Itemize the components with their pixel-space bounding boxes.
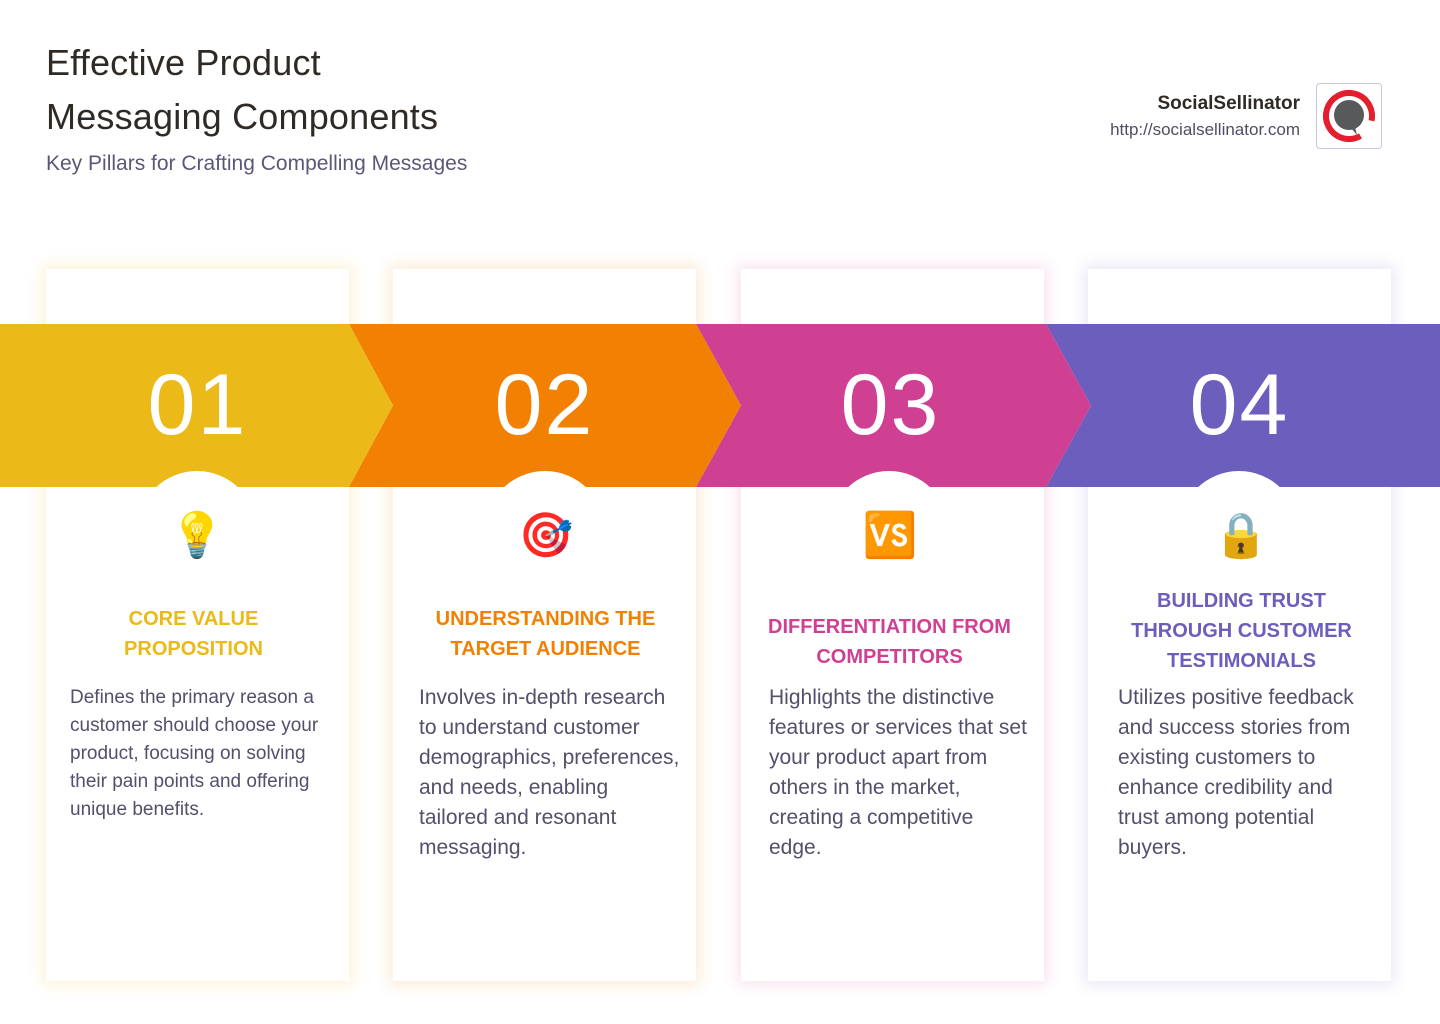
page-title: Effective Product Messaging Components [46,36,438,144]
chevron-step-4 [1046,324,1440,487]
brand-url[interactable]: http://socialsellinator.com [1110,120,1300,139]
page-subtitle: Key Pillars for Crafting Compelling Mess… [46,152,468,175]
step-number-1: 01 [147,357,248,453]
step-number-2: 02 [494,357,595,453]
icon-circle-2 [485,471,605,591]
icon-circle-3 [829,471,949,591]
brand-logo-icon [1316,83,1382,149]
vs-badge-icon: 🆚 [862,511,918,560]
light-bulb-icon: 💡 [169,511,225,560]
step-number-4: 04 [1189,357,1290,453]
step-title-3: DIFFERENTIATION FROM COMPETITORS [768,616,1011,668]
step-number-3: 03 [840,357,941,453]
step-title-2: UNDERSTANDING THE TARGET AUDIENCE [435,608,656,660]
title-line-2: Messaging Components [46,96,439,137]
chevron-step-3 [696,324,1091,487]
chevron-step-2 [349,324,741,487]
step-description-3: Highlights the distinctive features or s… [769,686,1027,859]
step-description-1: Defines the primary reason a customer sh… [70,687,319,820]
title-line-1: Effective Product [46,42,321,83]
brand-name: SocialSellinator [1157,93,1300,114]
brand-block: SocialSellinator http://socialsellinator… [1110,91,1300,143]
icon-circle-1 [137,471,257,591]
step-description-2: Involves in-depth research to understand… [419,686,680,859]
chevron-band [0,324,1440,487]
target-dart-icon: 🎯 [518,511,574,560]
padlock-icon: 🔒 [1213,511,1269,560]
step-description-4: Utilizes positive feedback and success s… [1118,686,1354,859]
step-title-4: BUILDING TRUST THROUGH CUSTOMER TESTIMON… [1131,590,1352,672]
step-title-1: CORE VALUE PROPOSITION [124,608,263,660]
chevron-step-1 [0,324,393,487]
icon-circle-4 [1179,471,1299,591]
